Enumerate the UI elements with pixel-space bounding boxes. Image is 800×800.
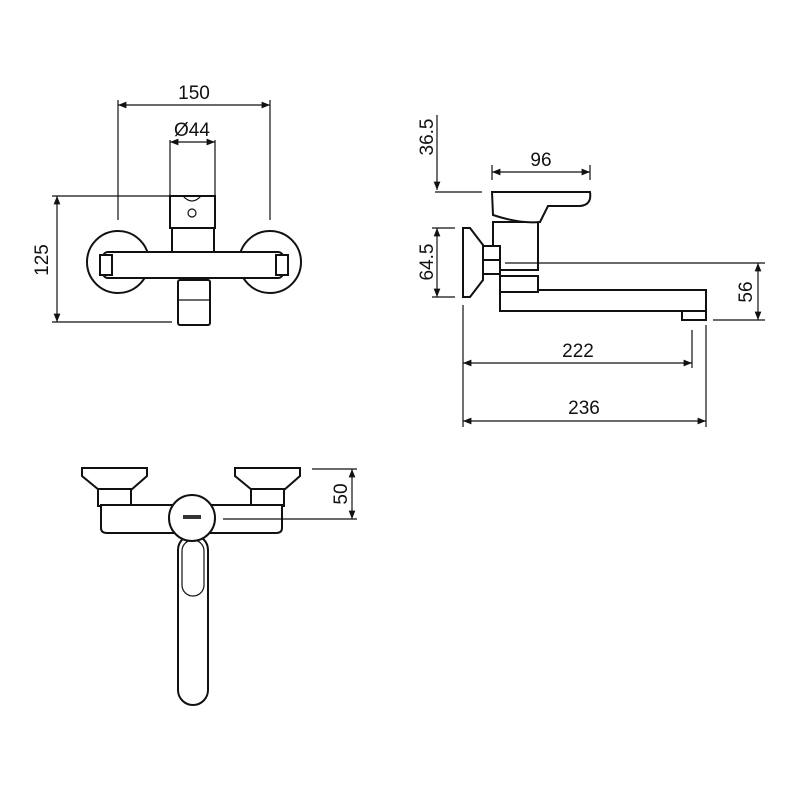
- handle-height-label: 36.5: [417, 119, 438, 156]
- spout-drop-label: 56: [736, 281, 757, 302]
- left-nut-top: [97, 488, 132, 507]
- width-label: 150: [178, 83, 210, 104]
- top-view: 50: [81, 467, 357, 706]
- spout: [499, 289, 707, 312]
- side-nut-top: [482, 245, 501, 261]
- spout-outlet: [177, 279, 211, 326]
- total-depth-label: 236: [568, 398, 600, 419]
- left-flange-top: [81, 467, 148, 491]
- right-flange-top: [234, 467, 301, 491]
- indicator-icon: [187, 208, 197, 218]
- flange-height-label: 64.5: [417, 244, 438, 281]
- wall-flange: [462, 227, 484, 298]
- left-nut: [99, 254, 113, 276]
- handle-length-label: 96: [530, 150, 551, 171]
- right-nut-top: [250, 488, 285, 507]
- front-view: 150 Ø44 125: [32, 83, 302, 326]
- diameter-label: Ø44: [174, 120, 210, 141]
- side-view: 36.5 96 64.5 56 222 236: [417, 115, 765, 427]
- side-nut-bottom: [482, 259, 501, 275]
- mixer-bar: [102, 251, 284, 279]
- diverter: [499, 275, 539, 293]
- aerator: [681, 310, 707, 321]
- height-label: 125: [32, 244, 53, 276]
- right-nut: [275, 254, 289, 276]
- brand-logo: [183, 515, 201, 519]
- handle-block: [169, 195, 216, 229]
- depth-label: 50: [331, 483, 352, 504]
- body-neck: [171, 227, 215, 255]
- spout-reach-label: 222: [562, 341, 594, 362]
- side-handle: [490, 191, 592, 224]
